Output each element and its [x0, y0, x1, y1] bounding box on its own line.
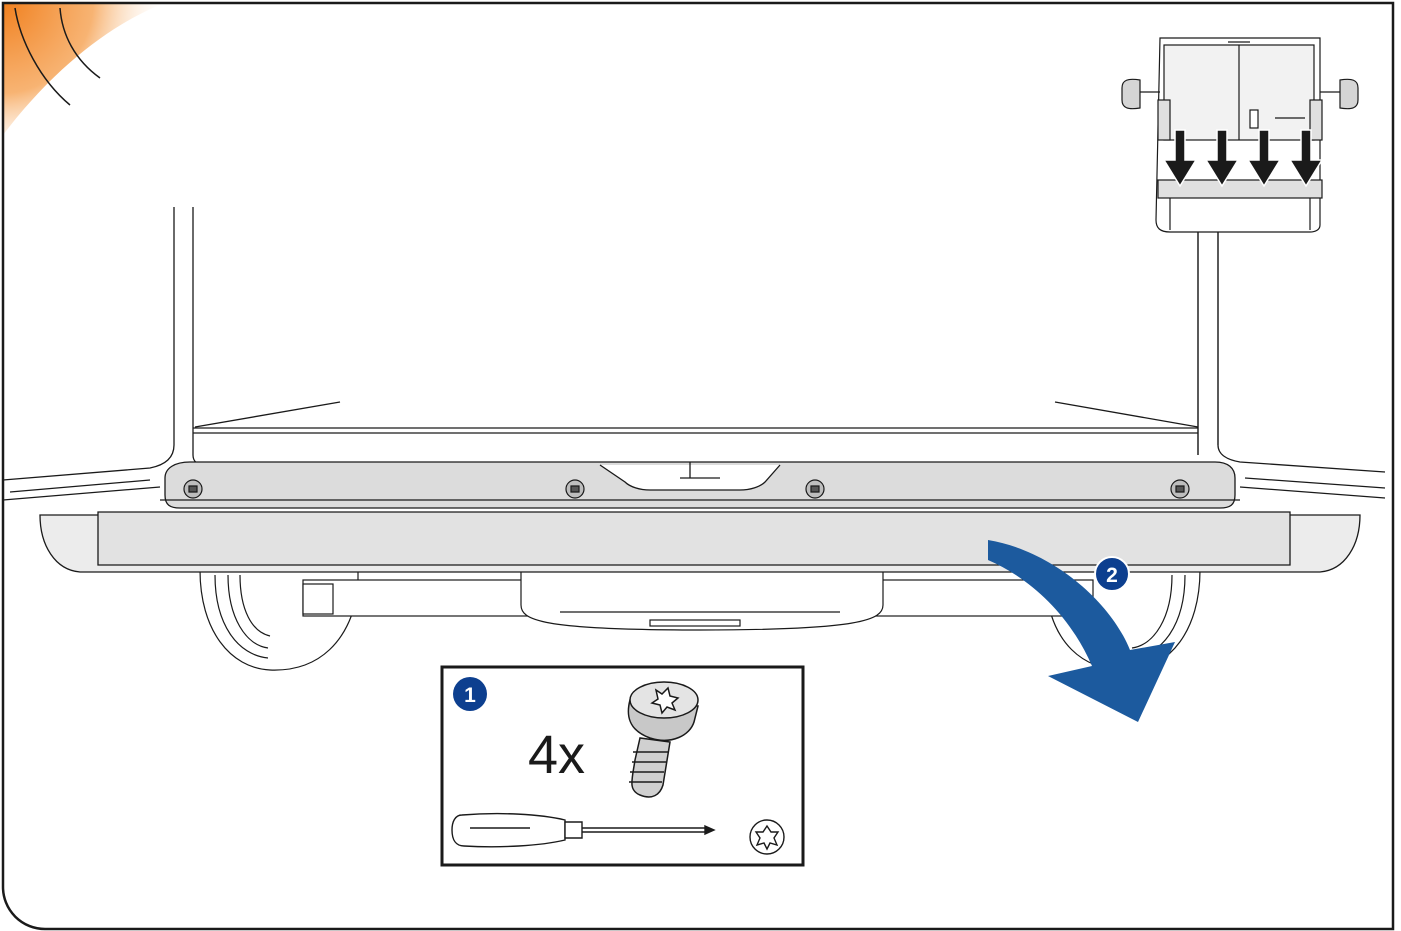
van-overview-thumbnail: [1121, 37, 1359, 233]
van-rear-view: [2, 207, 1386, 501]
bumper-screw: [183, 479, 203, 499]
rotation-arrow-icon: [988, 540, 1175, 722]
down-arrow-icon: [1288, 129, 1324, 188]
down-arrow-icon: [1246, 129, 1282, 188]
overview-arrows: [1162, 129, 1324, 188]
bumper-screws: [183, 479, 1190, 499]
step-1-badge: 1: [453, 677, 487, 711]
right-door-pillar: [1217, 207, 1386, 473]
step-2-badge: 2: [1094, 556, 1130, 592]
spare-wheel: [520, 567, 884, 631]
undercarriage: [199, 567, 1201, 671]
bumper-screw: [565, 479, 585, 499]
thumbnail-connectors: [1197, 232, 1219, 455]
down-arrow-icon: [1204, 129, 1240, 188]
step-2-label: 2: [1106, 564, 1118, 587]
screwdriver-icon: [451, 812, 716, 848]
torx-bolt-icon: [627, 681, 699, 798]
step-1-label: 1: [464, 684, 476, 707]
corner-decoration: [3, 3, 165, 135]
bumper-screw: [1170, 479, 1190, 499]
left-door-pillar: [2, 207, 175, 481]
torx-bit-icon: [749, 819, 785, 855]
quantity-label: 4x: [528, 725, 585, 785]
down-arrow-icon: [1162, 129, 1198, 188]
rear-bumper: [39, 461, 1361, 573]
bumper-screw: [805, 479, 825, 499]
parts-box: 1 4x: [440, 665, 805, 867]
